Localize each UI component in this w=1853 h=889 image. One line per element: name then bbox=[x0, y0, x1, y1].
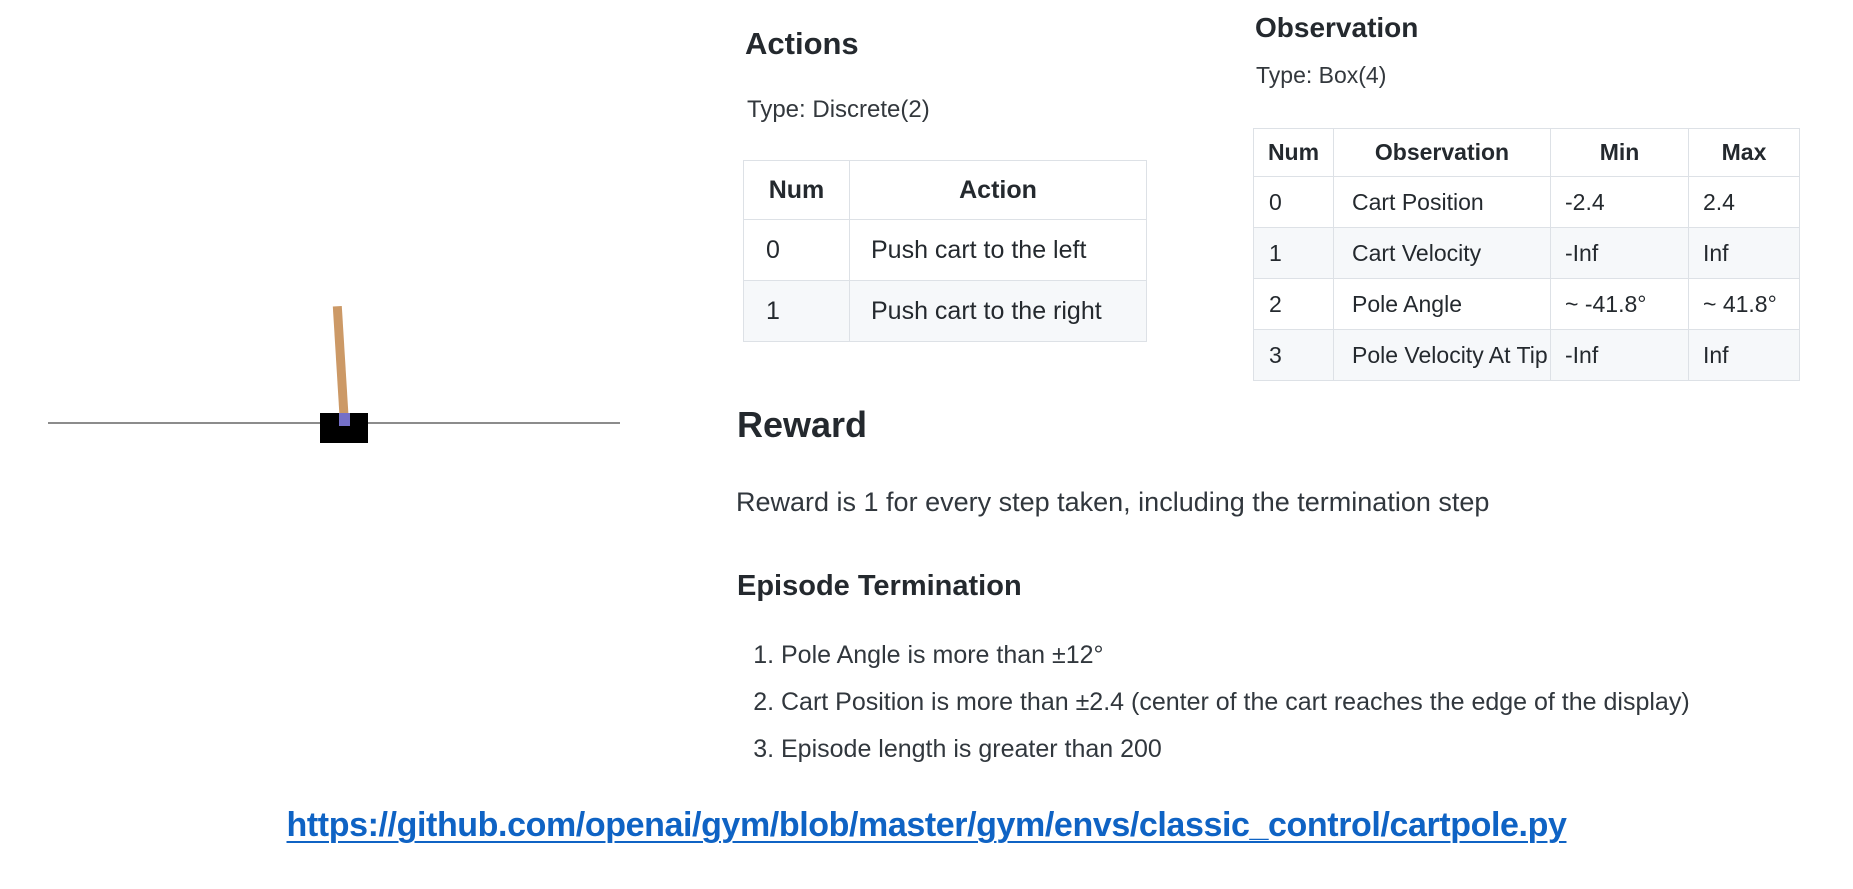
actions-title: Actions bbox=[745, 26, 859, 61]
table-cell: Cart Velocity bbox=[1333, 227, 1551, 279]
table-cell: 1 bbox=[1253, 227, 1334, 279]
column-header: Min bbox=[1550, 128, 1689, 177]
column-header: Action bbox=[849, 160, 1147, 220]
pole-axle bbox=[339, 413, 350, 426]
termination-item: Pole Angle is more than ±12° bbox=[781, 640, 1690, 671]
table-cell: 2.4 bbox=[1688, 176, 1800, 228]
table-cell: Pole Velocity At Tip bbox=[1333, 329, 1551, 381]
table-cell: 3 bbox=[1253, 329, 1334, 381]
episode-termination-title: Episode Termination bbox=[737, 570, 1022, 602]
table-cell: Push cart to the left bbox=[849, 219, 1147, 281]
table-cell: -2.4 bbox=[1550, 176, 1689, 228]
observation-title: Observation bbox=[1255, 12, 1419, 43]
pole bbox=[332, 305, 349, 425]
table-cell: Cart Position bbox=[1333, 176, 1551, 228]
reward-text: Reward is 1 for every step taken, includ… bbox=[736, 487, 1490, 517]
observation-type-label: Type: Box(4) bbox=[1256, 62, 1387, 88]
column-header: Num bbox=[1253, 128, 1334, 177]
actions-type-label: Type: Discrete(2) bbox=[747, 96, 930, 123]
table-cell: ~ 41.8° bbox=[1688, 278, 1800, 330]
table-cell: -Inf bbox=[1550, 227, 1689, 279]
table-cell: 0 bbox=[743, 219, 850, 281]
termination-item: Episode length is greater than 200 bbox=[781, 734, 1690, 765]
table-cell: Inf bbox=[1688, 227, 1800, 279]
episode-termination-list: Pole Angle is more than ±12° Cart Positio… bbox=[747, 640, 1690, 781]
column-header: Num bbox=[743, 160, 850, 220]
column-header: Observation bbox=[1333, 128, 1551, 177]
table-cell: Push cart to the right bbox=[849, 280, 1147, 342]
table-cell: 2 bbox=[1253, 278, 1334, 330]
termination-item: Cart Position is more than ±2.4 (center … bbox=[781, 687, 1690, 718]
source-link[interactable]: https://github.com/openai/gym/blob/maste… bbox=[286, 806, 1567, 844]
reward-title: Reward bbox=[737, 404, 868, 445]
table-cell: Pole Angle bbox=[1333, 278, 1551, 330]
table-cell: Inf bbox=[1688, 329, 1800, 381]
source-link-container: https://github.com/openai/gym/blob/maste… bbox=[0, 806, 1853, 845]
table-cell: 0 bbox=[1253, 176, 1334, 228]
column-header: Max bbox=[1688, 128, 1800, 177]
table-cell: 1 bbox=[743, 280, 850, 342]
table-cell: -Inf bbox=[1550, 329, 1689, 381]
table-cell: ~ -41.8° bbox=[1550, 278, 1689, 330]
